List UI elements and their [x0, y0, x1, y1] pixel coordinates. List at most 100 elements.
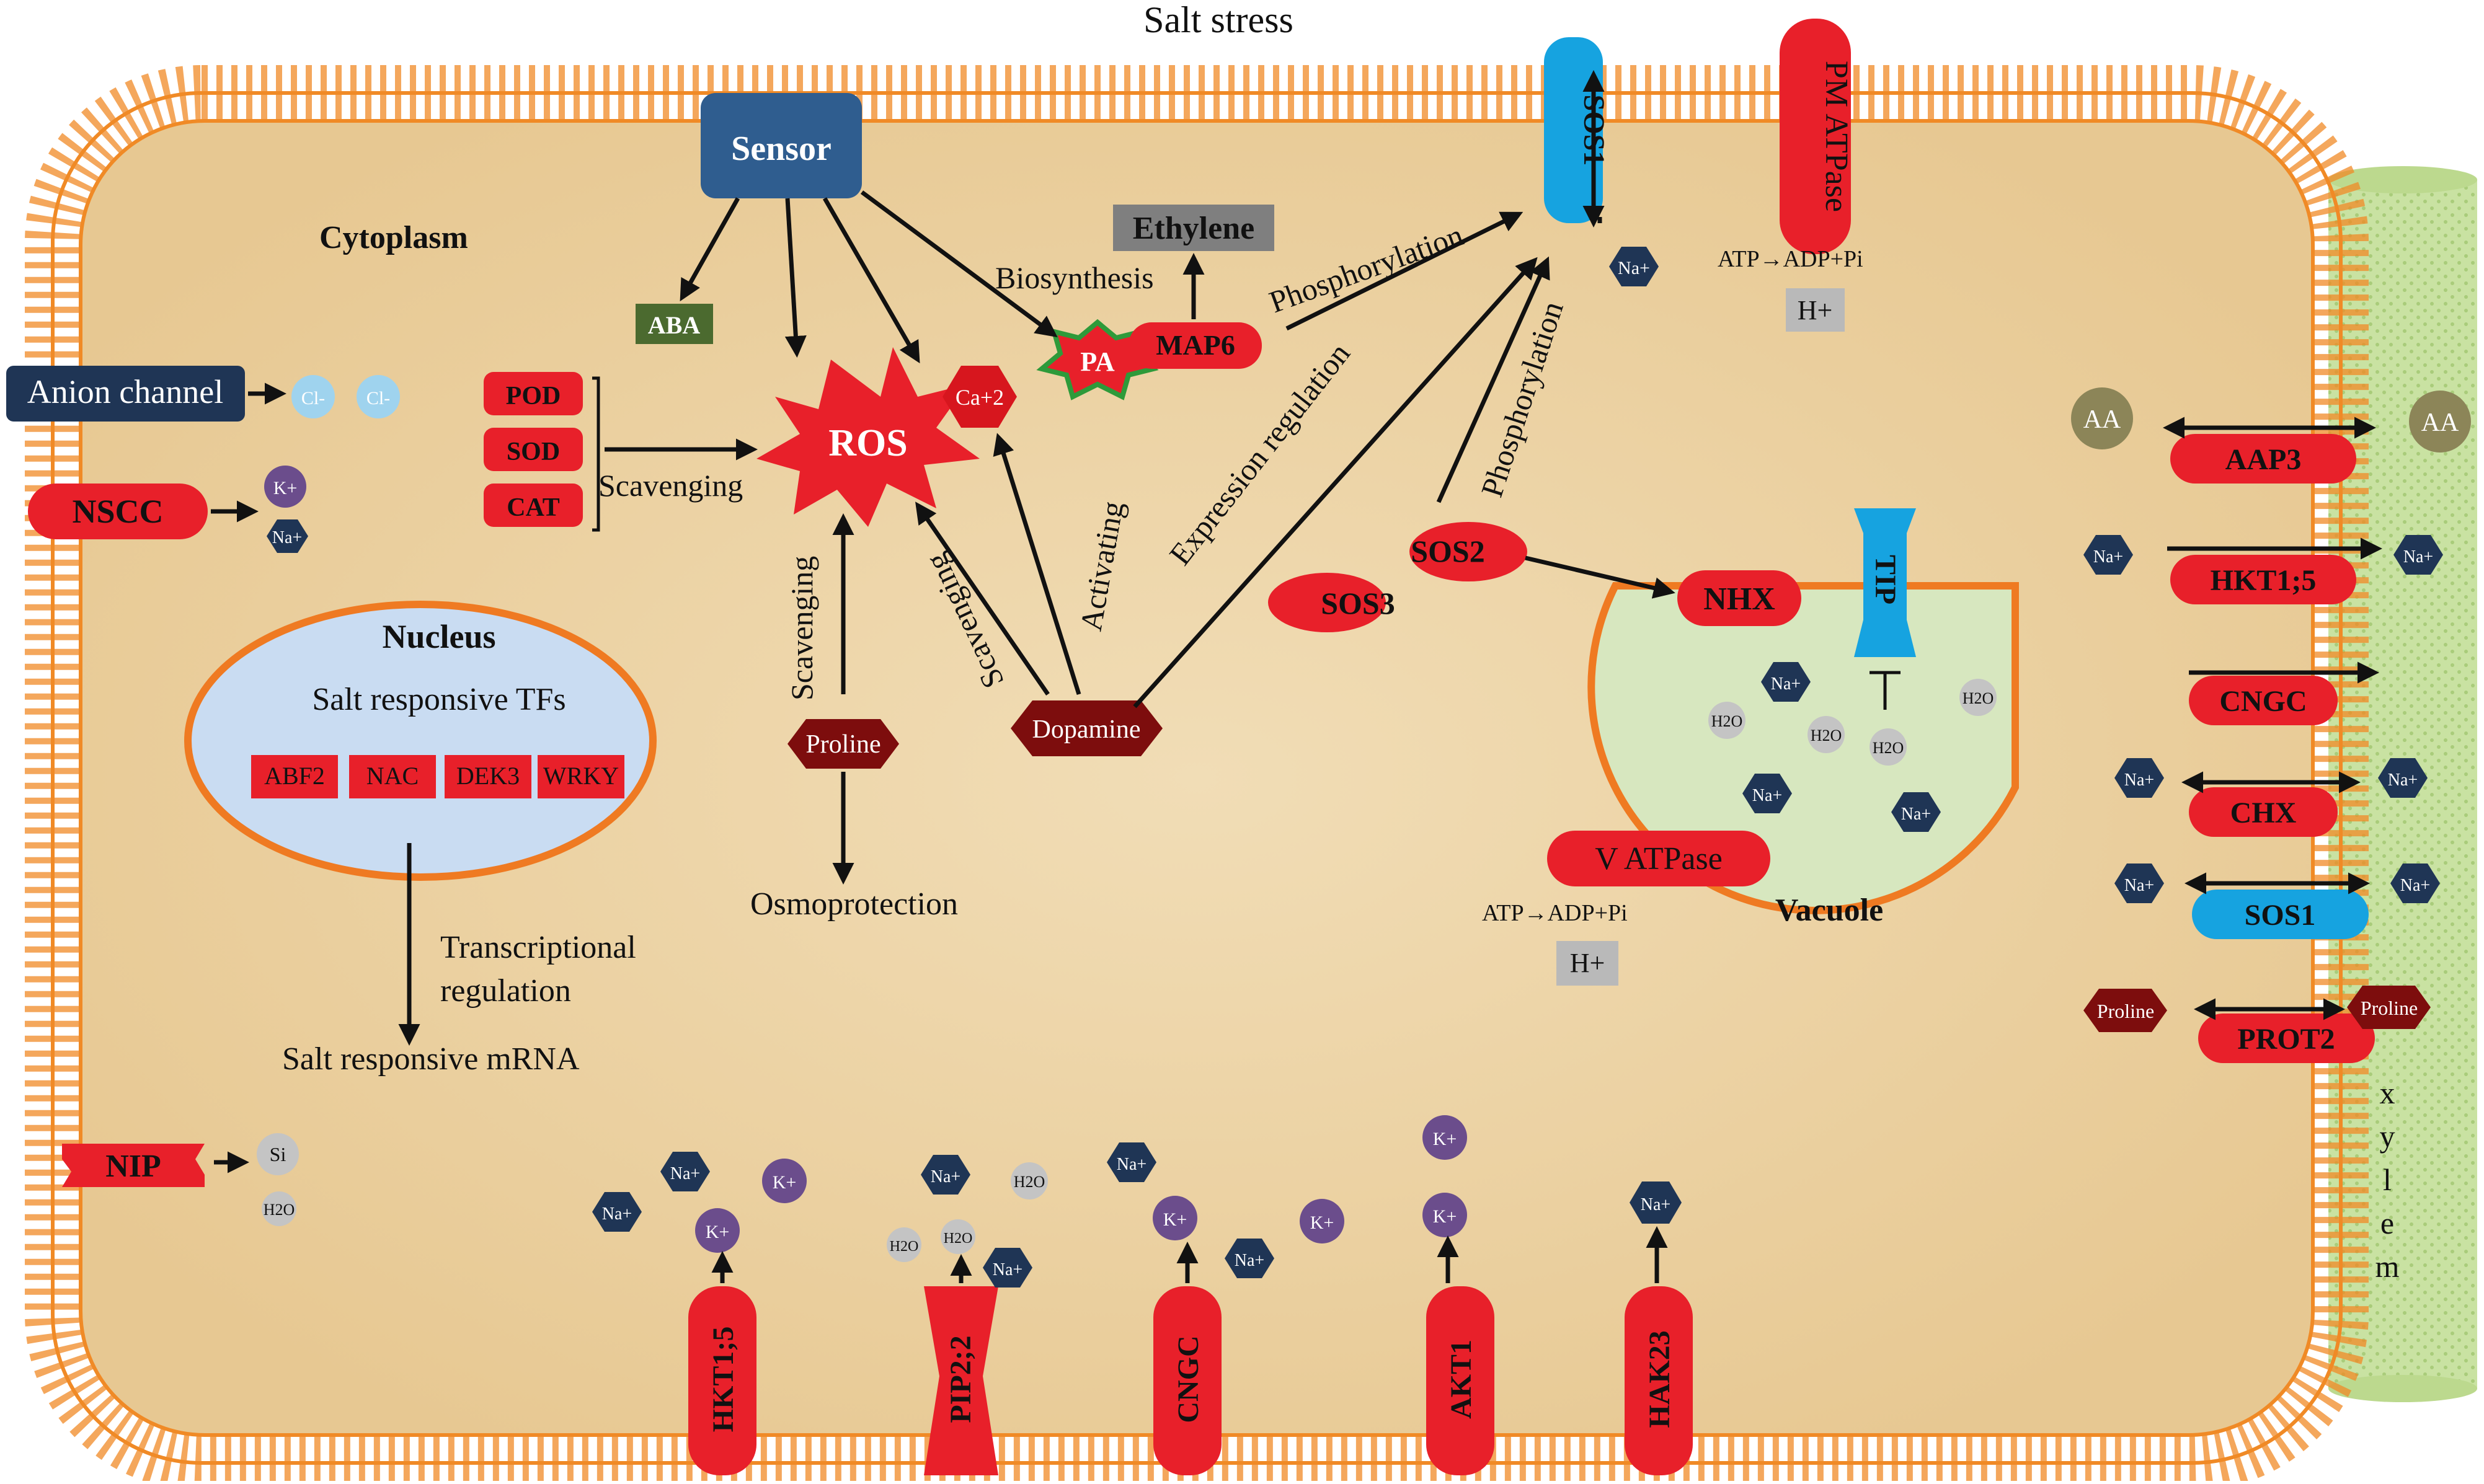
- ros-label: ROS: [828, 422, 907, 464]
- sos3-label: SOS3: [1321, 586, 1395, 621]
- h2o-vac-4: H2O: [1963, 689, 1994, 707]
- channel-cngc: CNGC: [1172, 1335, 1205, 1423]
- h2o-b3: H2O: [944, 1230, 973, 1247]
- h2o-vac-1: H2O: [1711, 712, 1743, 730]
- tf-wrky: WRKY: [543, 762, 619, 790]
- xylem-letter-y: y: [2380, 1119, 2395, 1154]
- na-vac-2: Na+: [1752, 786, 1782, 805]
- tf-dek3: DEK3: [456, 762, 520, 790]
- map6-label: MAP6: [1156, 329, 1235, 361]
- nscc-label: NSCC: [72, 493, 163, 530]
- transporter-chx: CHX: [2230, 797, 2297, 829]
- xylem-label: x y l e m: [2375, 1075, 2400, 1284]
- na-b7: Na+: [1641, 1195, 1670, 1214]
- na-b4: Na+: [993, 1260, 1022, 1279]
- title: Salt stress: [1143, 0, 1293, 40]
- transcriptional-label-2: regulation: [440, 973, 571, 1009]
- na-right-3: Na+: [2124, 771, 2154, 790]
- proline-right-2: Proline: [2361, 997, 2418, 1019]
- na-b1: Na+: [602, 1204, 632, 1224]
- tf-nac: NAC: [366, 762, 419, 790]
- dopamine-label: Dopamine: [1032, 715, 1141, 744]
- sensor-box: Sensor: [701, 93, 862, 198]
- h-plus-pm: H+: [1798, 295, 1833, 325]
- pm-atpase-label: PM ATPase: [1819, 61, 1854, 212]
- nucleus-label: Nucleus: [382, 618, 495, 655]
- xylem-letter-e: e: [2380, 1206, 2394, 1240]
- na-b6: Na+: [1235, 1251, 1264, 1270]
- h2o-vac-2: H2O: [1811, 727, 1842, 744]
- nhx-label: NHX: [1703, 581, 1775, 617]
- atp-pm-label: ATP→ADP+Pi: [1718, 246, 1863, 272]
- vacuole-ions: Na+ Na+ Na+ H2O H2O H2O H2O: [1708, 662, 1997, 832]
- h-plus-v: H+: [1570, 948, 1605, 978]
- na-right-5: Na+: [2124, 876, 2154, 895]
- na-vac-1: Na+: [1771, 674, 1801, 694]
- k-b6: K+: [1433, 1206, 1457, 1227]
- cl-ion-2: Cl-: [366, 388, 390, 409]
- channel-akt1: AKT1: [1445, 1340, 1478, 1419]
- xylem-letter-l: l: [2383, 1162, 2392, 1197]
- tip-label: TIP: [1869, 555, 1902, 604]
- nucleus: [184, 601, 657, 881]
- na-right-6: Na+: [2400, 876, 2430, 895]
- xylem-letter-m: m: [2375, 1249, 2400, 1284]
- channel-hkt15: HKT1;5: [707, 1327, 740, 1433]
- na-vac-3: Na+: [1901, 805, 1931, 824]
- v-atpase-label: V ATPase: [1595, 841, 1723, 877]
- transporter-hkt15: HKT1;5: [2211, 564, 2317, 597]
- transporter-prot2: PROT2: [2237, 1023, 2335, 1056]
- na-ion-left: Na+: [272, 528, 302, 547]
- h2o-b2: H2O: [890, 1239, 919, 1255]
- pa-label: PA: [1080, 347, 1115, 377]
- cl-ion-1: Cl-: [301, 388, 325, 409]
- scavenging-enzymes-label: Scavenging: [598, 468, 743, 503]
- channel-hak23: HAK23: [1643, 1330, 1676, 1428]
- transcriptional-label-1: Transcriptional: [440, 930, 636, 965]
- enzyme-pod: POD: [506, 382, 561, 410]
- enzyme-cat: CAT: [507, 493, 560, 522]
- proline-right-1: Proline: [2097, 1000, 2154, 1022]
- channel-pip22: PIP2;2: [944, 1335, 977, 1423]
- na-right-4: Na+: [2388, 771, 2418, 790]
- sos2-label: SOS2: [1411, 534, 1485, 568]
- salt-responsive-tfs: Salt responsive TFs: [312, 682, 566, 717]
- ros-burst: [756, 347, 980, 527]
- h2o-b1: H2O: [1014, 1173, 1045, 1191]
- nip-label: NIP: [105, 1149, 161, 1184]
- atp-v-label: ATP→ADP+Pi: [1482, 900, 1628, 926]
- na-b5: Na+: [1117, 1155, 1147, 1174]
- ca-hexagon: [943, 366, 1017, 428]
- enzyme-sod: SOD: [507, 438, 560, 466]
- si-ion: Si: [270, 1143, 286, 1165]
- k-b1: K+: [773, 1172, 797, 1193]
- k-b3: K+: [1163, 1209, 1187, 1230]
- xylem-letter-x: x: [2380, 1075, 2395, 1110]
- k-b2: K+: [706, 1222, 730, 1242]
- vacuole-label: Vacuole: [1775, 893, 1883, 928]
- anion-channel-label: Anion channel: [27, 373, 223, 410]
- bottom-channels: HKT1;5 PIP2;2 CNGC AKT1 HAK23: [688, 1286, 1693, 1475]
- right-ions: AA AA Na+ Na+ Na+ Na+ Na+ Na+ Proline Pr…: [2071, 387, 2471, 1032]
- transporter-aap3: AAP3: [2225, 443, 2302, 476]
- ca-label: Ca+2: [956, 385, 1004, 410]
- na-b2: Na+: [670, 1164, 700, 1183]
- na-b3: Na+: [931, 1167, 960, 1186]
- scavenging-proline-label: Scavenging: [784, 556, 819, 700]
- proline-label: Proline: [805, 730, 880, 759]
- k-b5: K+: [1433, 1129, 1457, 1149]
- sensor-label: Sensor: [731, 130, 832, 168]
- arrows: [211, 70, 2382, 1283]
- na-ion-sos1: Na+: [1618, 258, 1650, 278]
- osmoprotection-label: Osmoprotection: [750, 886, 958, 922]
- k-ion-left: K+: [273, 478, 298, 498]
- aba-label: ABA: [648, 311, 701, 339]
- na-right-2: Na+: [2403, 547, 2433, 567]
- aa-left: AA: [2083, 405, 2121, 434]
- transporter-cngc: CNGC: [2219, 685, 2307, 718]
- h2o-nip: H2O: [264, 1201, 295, 1219]
- k-b4: K+: [1310, 1212, 1334, 1233]
- transporter-sos1: SOS1: [2245, 899, 2316, 932]
